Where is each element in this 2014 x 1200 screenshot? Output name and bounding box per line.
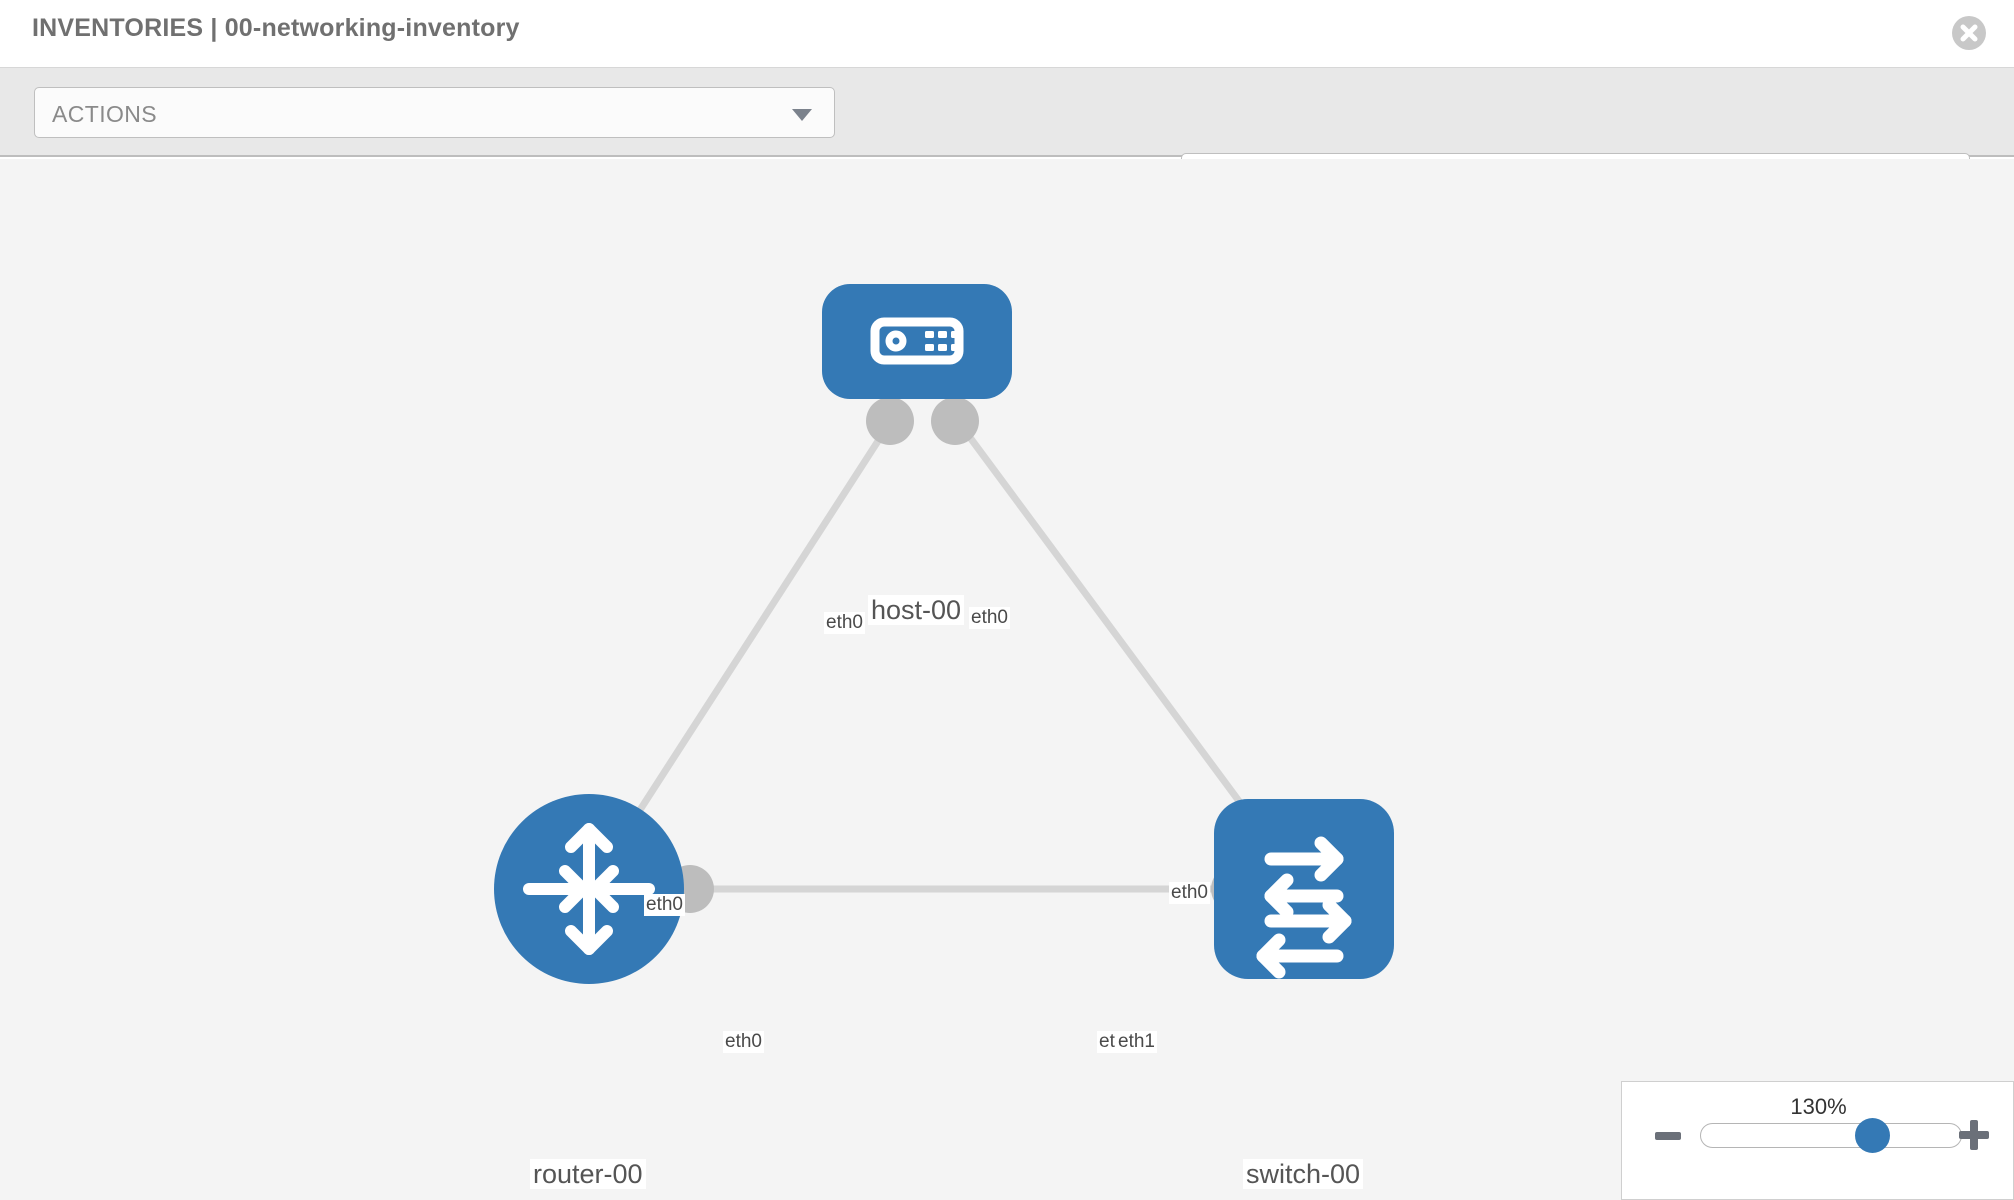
page-header: INVENTORIES | 00-networking-inventory	[0, 0, 2014, 68]
zoom-in-button[interactable]	[1959, 1120, 1989, 1150]
node-switch-00-body	[1214, 799, 1394, 979]
zoom-slider-thumb[interactable]	[1855, 1118, 1891, 1153]
iface-label-host-left: eth0	[824, 612, 865, 634]
node-host-00	[822, 284, 1012, 399]
topology-graph	[494, 284, 1394, 984]
zoom-out-button[interactable]	[1655, 1132, 1681, 1140]
zoom-control-panel: 130%	[1621, 1081, 2014, 1200]
topology-links	[586, 421, 1307, 893]
page-title: INVENTORIES | 00-networking-inventory	[32, 14, 520, 42]
zoom-slider[interactable]	[1700, 1118, 1962, 1153]
switch-icon	[1256, 836, 1352, 979]
iface-label-router-right: eth0	[723, 1031, 764, 1053]
zoom-level-value: 130%	[1790, 1094, 1847, 1119]
chevron-down-icon	[792, 109, 812, 121]
node-router-00	[494, 794, 684, 984]
node-label-switch-00: switch-00	[1243, 1159, 1364, 1189]
actions-dropdown-label: ACTIONS	[52, 101, 158, 127]
close-icon[interactable]	[1952, 16, 1986, 50]
host-icon	[870, 317, 964, 365]
toolbar: ACTIONS	[0, 68, 2014, 207]
node-switch-00	[1214, 799, 1394, 979]
router-icon	[523, 823, 655, 955]
iface-label-switch-left: eth1	[1116, 1031, 1157, 1053]
node-label-router-00: router-00	[530, 1159, 646, 1189]
port-host-left	[866, 397, 914, 445]
node-label-host-00: host-00	[868, 595, 965, 625]
iface-label-router-up: eth0	[644, 894, 685, 916]
node-host-00-body	[822, 284, 1012, 399]
iface-label-switch-up: eth0	[1169, 882, 1210, 904]
topology-canvas[interactable]: eth0 host-00 eth0 eth0 eth0 eth0 eth0 et…	[0, 159, 2014, 1200]
iface-label-host-right: eth0	[969, 607, 1010, 629]
actions-dropdown[interactable]: ACTIONS	[34, 87, 835, 138]
port-host-right	[931, 397, 979, 445]
